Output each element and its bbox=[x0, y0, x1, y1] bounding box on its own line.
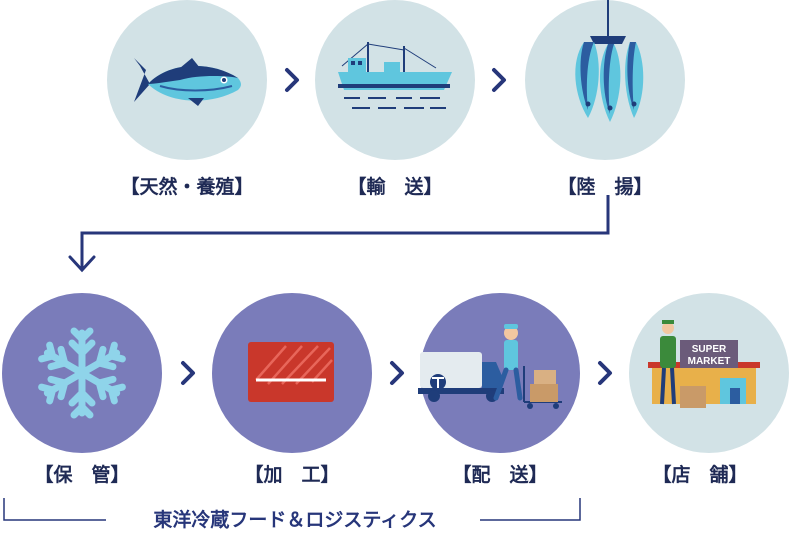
company-bracket-left bbox=[3, 498, 106, 521]
chevron-right-icon bbox=[181, 361, 195, 385]
step-label-storage: 【保 管】 bbox=[34, 464, 130, 486]
connector-line bbox=[80, 195, 610, 268]
company-bracket-label: 東洋冷蔵フード＆ロジスティクス bbox=[153, 509, 437, 531]
step-label-store: 【店 舗】 bbox=[652, 464, 748, 486]
supermarket-sign-line2: MARKET bbox=[688, 356, 731, 367]
chevron-right-icon bbox=[598, 361, 612, 385]
tuna-block-icon bbox=[248, 342, 334, 402]
tuna-fish-icon bbox=[134, 58, 241, 106]
supermarket-icon: SUPER MARKET bbox=[648, 320, 760, 408]
step-label-landing: 【陸 揚】 bbox=[557, 176, 653, 198]
step-label-transport: 【輸 送】 bbox=[347, 176, 443, 198]
step-label-processing: 【加 工】 bbox=[244, 464, 340, 486]
snowflake-icon bbox=[41, 327, 124, 415]
hanging-fish-icon bbox=[575, 0, 644, 122]
company-bracket-right bbox=[480, 498, 581, 521]
chevron-right-icon bbox=[390, 361, 404, 385]
step-label-wild-farmed: 【天然・養殖】 bbox=[120, 176, 254, 198]
delivery-truck-icon bbox=[418, 324, 562, 409]
step-label-delivery: 【配 送】 bbox=[452, 464, 548, 486]
arrow-down-icon bbox=[68, 255, 96, 273]
fishing-ship-icon bbox=[338, 42, 452, 109]
supermarket-sign-line1: SUPER bbox=[692, 344, 727, 355]
chevron-right-icon bbox=[285, 68, 299, 92]
chevron-right-icon bbox=[492, 68, 506, 92]
